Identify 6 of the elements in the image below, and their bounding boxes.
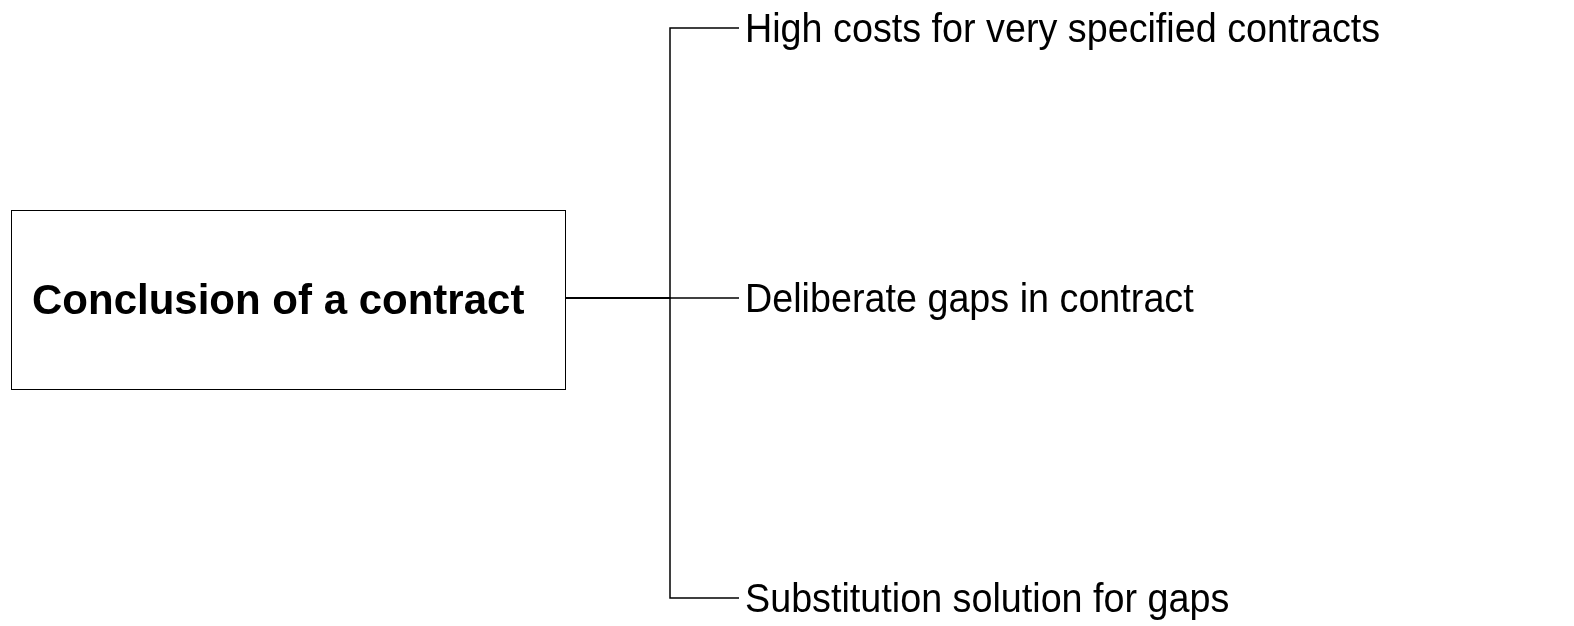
branch-label: Substitution solution for gaps [745,575,1230,621]
process-box [11,210,566,390]
connector-line [565,297,740,599]
branch-label: Deliberate gaps in contract [745,275,1194,321]
branch-label: High costs for very specified contracts [745,5,1381,51]
box-label: Conclusion of a contract [32,274,525,325]
